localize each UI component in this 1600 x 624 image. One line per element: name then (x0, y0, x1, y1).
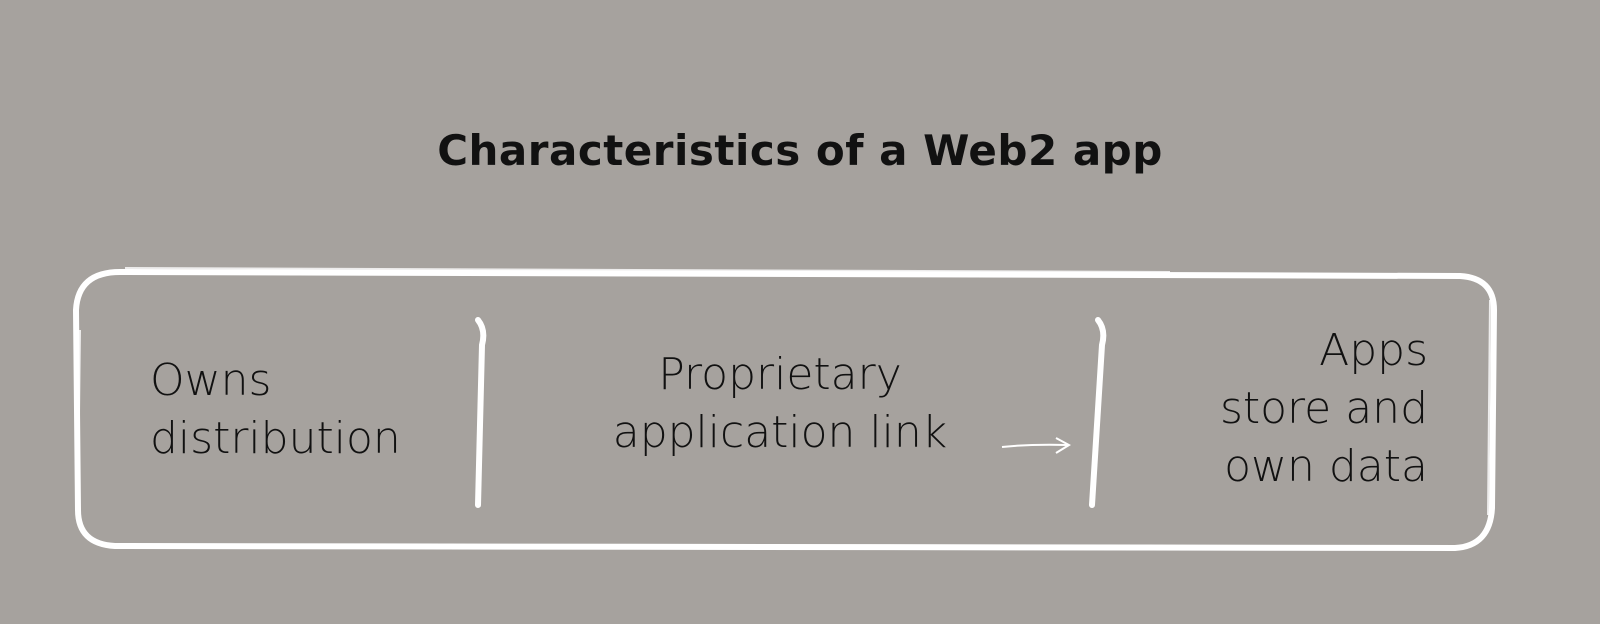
arrow-icon (1001, 437, 1072, 454)
item-line: own data (1224, 441, 1428, 492)
divider-2 (1089, 317, 1107, 508)
item-line: Apps (1319, 325, 1428, 376)
item-line: store and (1219, 383, 1428, 434)
item-line: Proprietary (658, 349, 902, 400)
item-line: application link (612, 407, 948, 458)
item-line: distribution (150, 413, 401, 464)
item-apps-store-data: Apps store and own data (1220, 322, 1428, 496)
item-proprietary-link: Proprietary application link (560, 346, 1000, 462)
item-owns-distribution: Owns distribution (150, 352, 401, 468)
rounded-box-outline (73, 269, 1497, 551)
divider-1 (475, 317, 487, 508)
item-line: Owns (150, 355, 272, 406)
diagram-title: Characteristics of a Web2 app (437, 126, 1163, 175)
rounded-box-outline-rough (77, 267, 1491, 516)
